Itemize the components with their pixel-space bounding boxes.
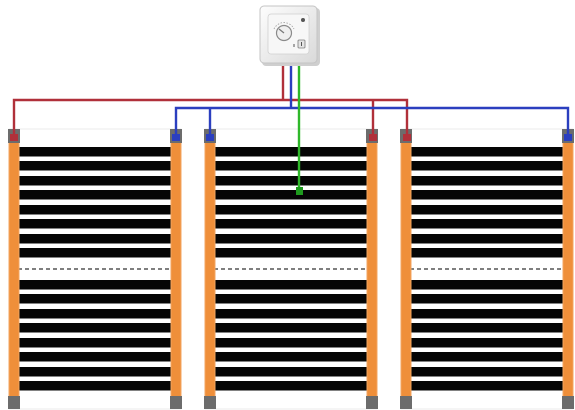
wire-terminal-2 (172, 134, 180, 141)
temperature-sensor-tip (296, 187, 303, 195)
heating-strip-lower-6 (209, 352, 373, 362)
heating-strip-upper-4 (13, 190, 177, 200)
heating-strip-upper-2 (405, 161, 569, 171)
heating-strip-lower-3 (13, 309, 177, 319)
busbar-left (204, 138, 216, 398)
heating-strip-lower-5 (13, 338, 177, 348)
wire-terminal-6 (564, 134, 572, 141)
heating-strip-lower-1 (405, 280, 569, 290)
heating-strip-lower-2 (405, 294, 569, 304)
heating-strip-lower-6 (13, 352, 177, 362)
heating-strip-lower-5 (209, 338, 373, 348)
clamp-bottom-left (204, 396, 216, 409)
heating-strip-upper-2 (13, 161, 177, 171)
heating-strip-upper-6 (209, 219, 373, 229)
heating-strip-lower-6 (405, 352, 569, 362)
heating-strip-lower-7 (405, 367, 569, 377)
busbar-right (366, 138, 378, 398)
heating-strip-upper-7 (405, 234, 569, 244)
heating-strip-upper-1 (405, 147, 569, 157)
busbar-left (8, 138, 20, 398)
heating-strip-upper-3 (209, 176, 373, 186)
dial-pointer (278, 28, 285, 34)
heating-strip-upper-8 (13, 248, 177, 258)
heating-film-panels (8, 128, 574, 410)
heating-strip-upper-4 (405, 190, 569, 200)
heating-strip-lower-8 (209, 381, 373, 391)
heating-strip-upper-8 (405, 248, 569, 258)
thermostat (259, 5, 320, 66)
wire-terminal-5 (403, 134, 411, 141)
heating-strip-upper-7 (209, 234, 373, 244)
heating-strip-upper-3 (13, 176, 177, 186)
heating-strip-lower-2 (209, 294, 373, 304)
heating-strip-lower-5 (405, 338, 569, 348)
wire-terminal-1 (10, 134, 18, 141)
heating-panel-2 (204, 128, 378, 410)
heating-strip-lower-3 (209, 309, 373, 319)
heating-strip-upper-2 (209, 161, 373, 171)
indicator-light-icon (301, 18, 305, 22)
heating-strip-upper-7 (13, 234, 177, 244)
heating-strip-upper-6 (13, 219, 177, 229)
wiring (10, 63, 572, 195)
clamp-bottom-left (8, 396, 20, 409)
heating-strip-lower-2 (13, 294, 177, 304)
heating-strip-upper-1 (13, 147, 177, 157)
clamp-bottom-right (366, 396, 378, 409)
clamp-bottom-right (562, 396, 574, 409)
heating-strip-lower-8 (405, 381, 569, 391)
wire-terminal-4 (369, 134, 377, 141)
clamp-bottom-left (400, 396, 412, 409)
heating-strip-lower-4 (13, 323, 177, 333)
heating-strip-lower-4 (405, 323, 569, 333)
heating-strip-upper-6 (405, 219, 569, 229)
heating-strip-lower-1 (13, 280, 177, 290)
heating-strip-upper-5 (13, 205, 177, 215)
heating-strip-lower-7 (13, 367, 177, 377)
neutral-wire-bus (174, 106, 570, 137)
dial-scale (273, 22, 295, 30)
heating-strip-lower-1 (209, 280, 373, 290)
clamp-bottom-right (170, 396, 182, 409)
busbar-left (400, 138, 412, 398)
busbar-right (562, 138, 574, 398)
heating-panel-3 (400, 128, 574, 410)
wire-terminal-3 (206, 134, 214, 141)
heating-strip-upper-5 (209, 205, 373, 215)
heating-strip-upper-5 (405, 205, 569, 215)
heating-panel-1 (8, 128, 182, 410)
heating-strip-upper-4 (209, 190, 373, 200)
heating-strip-lower-4 (209, 323, 373, 333)
heating-strip-upper-3 (405, 176, 569, 186)
heating-strip-lower-7 (209, 367, 373, 377)
heating-strip-lower-8 (13, 381, 177, 391)
heating-strip-upper-8 (209, 248, 373, 258)
busbar-right (170, 138, 182, 398)
heating-strip-upper-1 (209, 147, 373, 157)
heating-strip-lower-3 (405, 309, 569, 319)
phase-wire-bus (12, 98, 409, 137)
